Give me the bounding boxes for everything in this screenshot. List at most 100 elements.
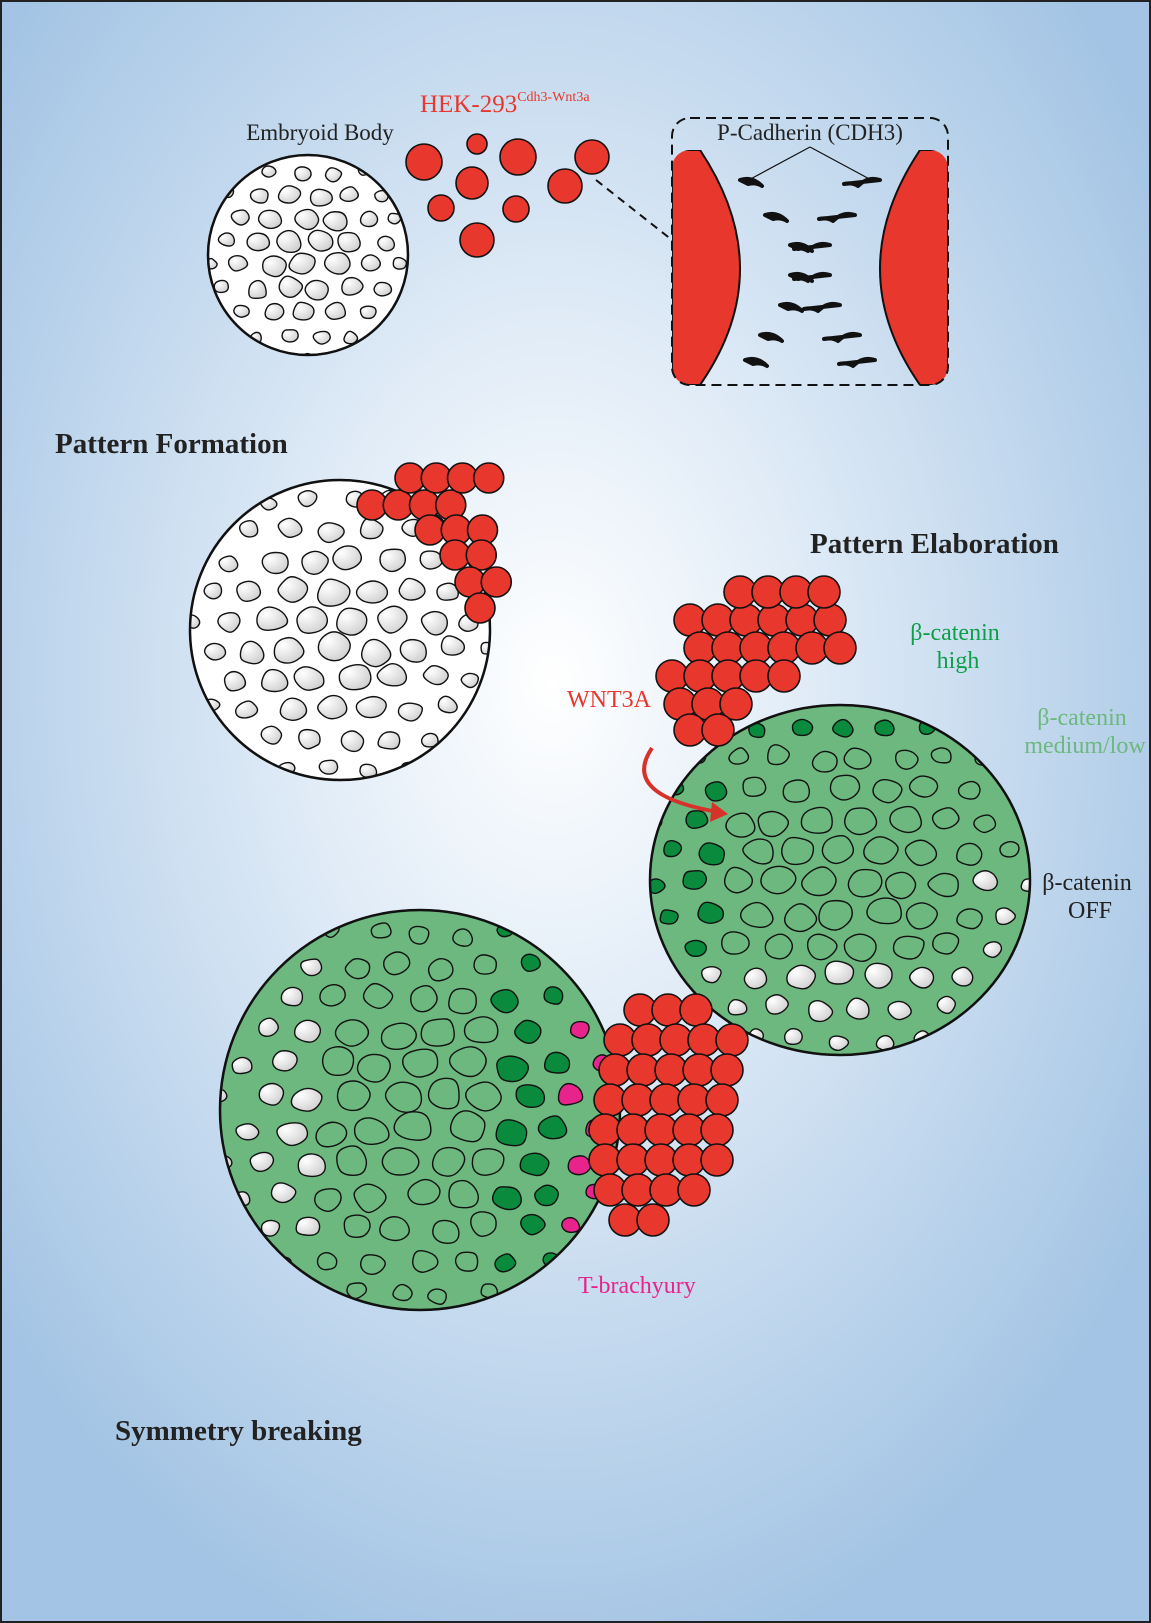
cell (957, 909, 982, 929)
cell (236, 1124, 259, 1140)
cell (743, 777, 766, 796)
cell (867, 898, 901, 924)
cell (338, 233, 360, 252)
cell (496, 1120, 526, 1146)
cell (259, 1018, 278, 1036)
cell (896, 750, 918, 769)
hek-cell (467, 134, 487, 154)
pattern-formation-title: Pattern Formation (55, 428, 288, 460)
cell (520, 1153, 549, 1175)
cell (273, 1051, 297, 1071)
hek-cell (575, 140, 609, 174)
cell (521, 954, 540, 971)
cell (259, 1084, 283, 1106)
cell (297, 607, 327, 633)
cadherin-label: P-Cadherin (CDH3) (717, 120, 903, 145)
cell (825, 961, 853, 984)
beta-med-line2: medium/low (1024, 733, 1146, 759)
cell (232, 1057, 252, 1073)
cell (250, 189, 267, 203)
hek-cell (768, 660, 800, 692)
cell (318, 632, 350, 661)
hek-cell (678, 1174, 710, 1206)
cell (247, 233, 269, 250)
cell (378, 236, 395, 250)
cell (722, 932, 749, 954)
hek-cell (716, 1024, 748, 1056)
hek-cell (680, 994, 712, 1026)
cell (305, 280, 328, 300)
cell (318, 1253, 337, 1270)
cell (545, 1052, 570, 1073)
cell (516, 1085, 544, 1108)
cell (263, 256, 287, 277)
cell (219, 556, 238, 572)
cell (204, 583, 221, 599)
cell (952, 967, 973, 986)
cell (361, 255, 380, 271)
cell (571, 1022, 589, 1039)
cell (319, 760, 337, 774)
cell (333, 546, 361, 570)
pattern-elaboration-title: Pattern Elaboration (810, 528, 1059, 560)
cell (337, 1146, 367, 1175)
cell (465, 1017, 498, 1043)
cell (382, 1148, 419, 1175)
cell (339, 665, 371, 690)
cell (320, 985, 345, 1006)
cell (240, 521, 258, 537)
cell (783, 780, 809, 802)
cell (249, 281, 266, 299)
hek-cell (814, 604, 846, 636)
cell (229, 256, 248, 271)
cell (237, 581, 261, 601)
cell (474, 955, 496, 974)
cell (394, 1112, 431, 1140)
cell (453, 929, 473, 946)
cell (568, 1156, 591, 1175)
cell (310, 189, 332, 206)
cell (683, 871, 706, 890)
cell (337, 1081, 370, 1110)
cell (686, 811, 708, 828)
beta-med-line1: β-catenin (1037, 705, 1127, 731)
cell (957, 843, 982, 865)
cell (493, 1187, 522, 1210)
cell (371, 923, 391, 938)
cell (931, 748, 951, 763)
cell (845, 808, 877, 834)
hek-label-main: HEK-293 (420, 91, 517, 118)
cell (337, 608, 367, 635)
cell (360, 306, 376, 318)
cell (664, 841, 682, 857)
hek-cell (503, 196, 529, 222)
cell (456, 1252, 478, 1271)
hek-cell (701, 1114, 733, 1146)
cell (380, 1217, 409, 1241)
cell (660, 910, 678, 924)
cell (398, 703, 422, 721)
cell (726, 813, 755, 837)
cell (280, 698, 306, 720)
hek-cell (466, 540, 496, 570)
cell (295, 167, 311, 181)
cell (792, 719, 812, 735)
cell (218, 233, 234, 246)
cell (298, 1154, 325, 1176)
cell (847, 998, 869, 1019)
cell (744, 968, 766, 988)
hek-cell (808, 576, 840, 608)
cell (544, 987, 563, 1004)
cell (323, 1047, 354, 1076)
hek-cell (706, 1084, 738, 1116)
hek-cell (548, 169, 582, 203)
hek-cell (701, 1144, 733, 1176)
cell (259, 210, 282, 228)
hek-cell (460, 223, 494, 257)
cell (420, 551, 442, 569)
cell (421, 1019, 454, 1046)
hek-cell (702, 714, 734, 746)
cell (234, 305, 249, 317)
cell (293, 302, 314, 320)
